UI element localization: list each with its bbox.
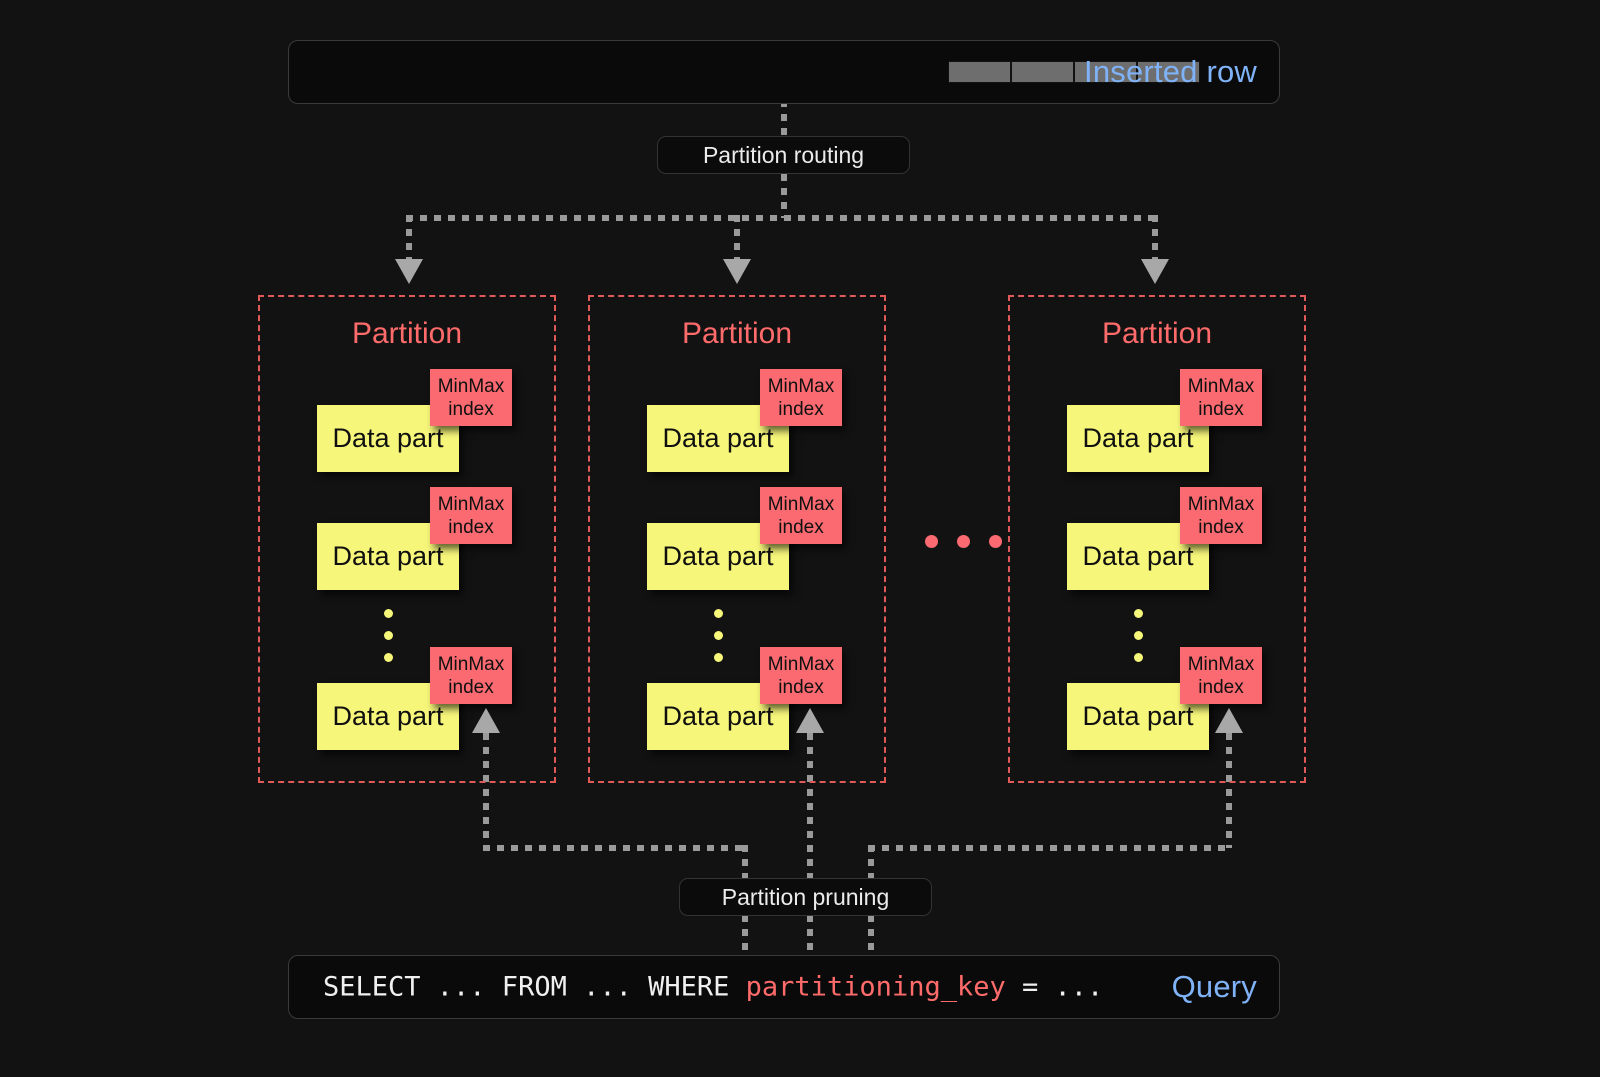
partition-routing-label: Partition routing (702, 141, 865, 168)
row-cell (1011, 61, 1074, 83)
arrow-up-partition-1 (472, 708, 500, 733)
connector-routing-to-bus (781, 174, 787, 218)
row-cell (1074, 61, 1137, 83)
partition-pruning-box: Partition pruning (679, 878, 932, 916)
ellipsis-dot (384, 609, 393, 618)
connector-row-to-routing (781, 86, 787, 142)
connector-partition-2-up (807, 733, 813, 980)
connector-partition-3-up (1226, 733, 1232, 848)
query-bar: SELECT ... FROM ... WHERE partitioning_k… (288, 955, 1280, 1019)
data-part-box: Data part (317, 405, 459, 472)
partition-title: Partition (351, 317, 463, 350)
query-label: Query (1171, 969, 1257, 1004)
arrow-down-partition-3 (1141, 259, 1169, 284)
connector-partition-1-up (483, 733, 489, 848)
row-cell (1137, 61, 1200, 83)
routing-bus-line (406, 215, 1158, 221)
connector-bus-to-partition-2 (734, 215, 740, 263)
connector-bus-to-partition-1 (406, 215, 412, 263)
partition-title: Partition (1101, 317, 1213, 350)
ellipsis-dot (925, 535, 938, 548)
data-part-ellipsis (384, 609, 393, 675)
connector-partition-1-to-pruning (483, 845, 748, 851)
data-part-ellipsis (714, 609, 723, 675)
inserted-row-bar: Inserted row (288, 40, 1280, 104)
ellipsis-dot (714, 653, 723, 662)
sql-prefix: SELECT ... FROM ... WHERE (323, 971, 746, 1003)
sql-suffix: = ... (1005, 971, 1104, 1003)
arrow-up-partition-3 (1215, 708, 1243, 733)
ellipsis-dot (1134, 631, 1143, 640)
arrow-down-partition-2 (723, 259, 751, 284)
arrow-up-partition-2 (796, 708, 824, 733)
inserted-row-label: Inserted row (1084, 54, 1257, 89)
partition-routing-box: Partition routing (657, 136, 910, 174)
data-part-box: Data part (1067, 523, 1209, 590)
row-cell (948, 61, 1011, 83)
partition-ellipsis (925, 535, 1021, 548)
ellipsis-dot (1134, 653, 1143, 662)
data-part-ellipsis (1134, 609, 1143, 675)
partition-pruning-label: Partition pruning (721, 883, 890, 910)
ellipsis-dot (384, 631, 393, 640)
connector-partition-3-to-pruning (868, 845, 1232, 851)
connector-bus-to-partition-3 (1152, 215, 1158, 263)
sql-partitioning-key: partitioning_key (745, 971, 1006, 1003)
ellipsis-dot (384, 653, 393, 662)
partition-title: Partition (681, 317, 793, 350)
ellipsis-dot (989, 535, 1002, 548)
data-part-box: Data part (647, 405, 789, 472)
arrow-down-partition-1 (395, 259, 423, 284)
ellipsis-dot (957, 535, 970, 548)
ellipsis-dot (1134, 609, 1143, 618)
ellipsis-dot (714, 631, 723, 640)
ellipsis-dot (714, 609, 723, 618)
inserted-row-cells (948, 61, 1200, 83)
sql-query-text: SELECT ... FROM ... WHERE partitioning_k… (323, 972, 1103, 1003)
